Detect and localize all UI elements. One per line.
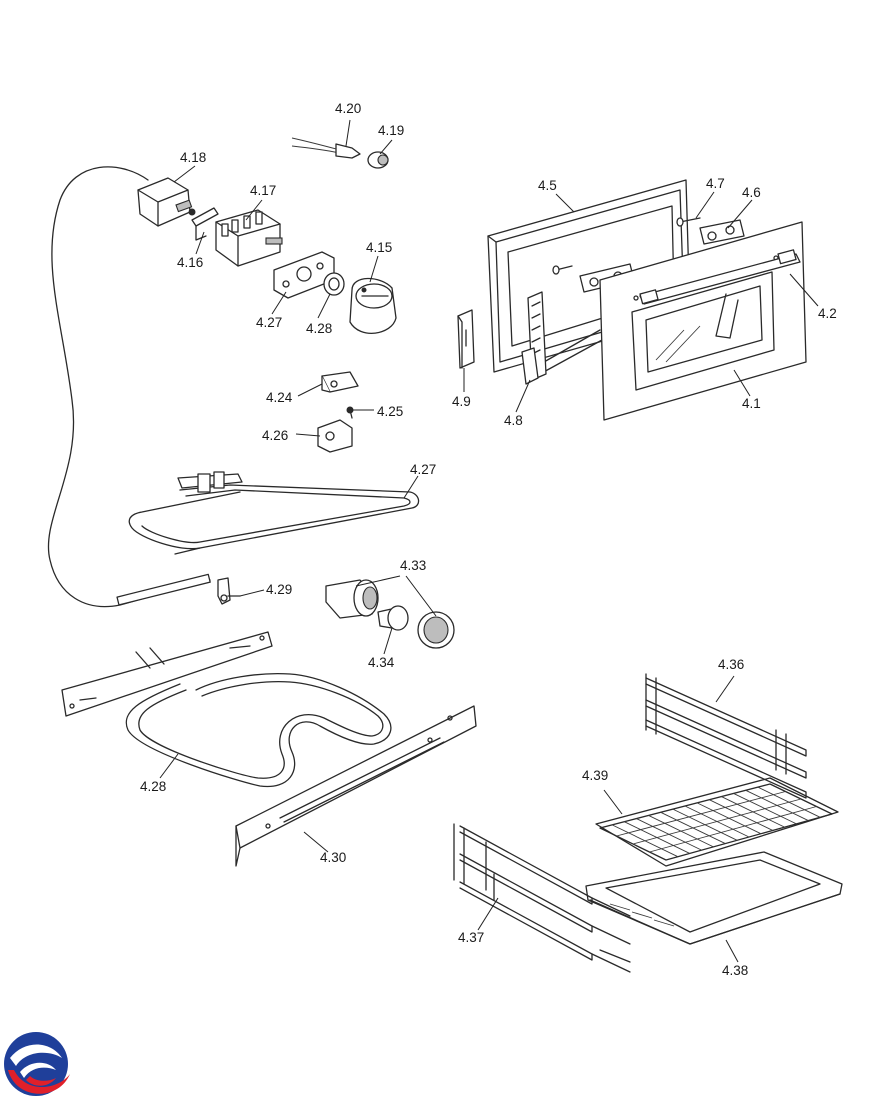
lamp-socket-part	[325, 579, 379, 619]
logo-white-wave	[10, 1044, 62, 1066]
logo-red-core	[26, 1076, 56, 1086]
callout-4-19: 4.19	[378, 123, 404, 138]
callout-4-8: 4.8	[504, 413, 523, 428]
callout-4-37: 4.37	[458, 930, 484, 945]
leader-4-7	[695, 191, 715, 219]
control-knob-part	[349, 277, 397, 334]
door-screw-lower	[552, 265, 573, 275]
leader-4-28b	[159, 753, 179, 779]
leader-4-28a	[317, 293, 331, 319]
callout-4-1: 4.1	[742, 396, 761, 411]
lamp-holder-part	[317, 419, 353, 453]
callout-4-38: 4.38	[722, 963, 748, 978]
leader-4-19	[379, 139, 393, 155]
leader-4-24	[297, 383, 323, 397]
lamp-bracket-part	[321, 371, 359, 393]
logo-red-swoosh	[8, 1070, 70, 1094]
callout-4-28-upper: 4.28	[306, 321, 332, 336]
door-handle-part	[639, 249, 801, 339]
callout-4-26: 4.26	[262, 428, 288, 443]
logo-inner-wave	[20, 1062, 56, 1078]
leader-4-20	[345, 119, 351, 147]
nut-part	[323, 272, 345, 296]
leader-4-15	[369, 255, 379, 283]
callout-4-33: 4.33	[400, 558, 426, 573]
leader-4-27b	[403, 475, 419, 499]
leader-4-17	[245, 199, 263, 221]
wire-lead-part	[291, 137, 361, 159]
shelf-runner-lower-part	[453, 823, 631, 973]
callout-4-5: 4.5	[538, 178, 557, 193]
leader-4-27a	[271, 291, 287, 315]
shelf-cross-wire	[649, 806, 817, 853]
shelf-runner-upper-part	[645, 673, 807, 799]
callout-4-16: 4.16	[177, 255, 203, 270]
bottom-element-bracket-part	[61, 631, 273, 717]
leader-4-29	[239, 589, 265, 597]
leader-4-6	[727, 199, 753, 229]
side-panel-part	[235, 705, 477, 867]
leader-4-38	[725, 939, 739, 963]
selector-switch-part	[215, 209, 283, 267]
lamp-bulb-part	[377, 605, 409, 631]
callout-4-27-upper: 4.27	[256, 315, 282, 330]
leader-4-30	[303, 831, 329, 853]
wire-shelf-part	[595, 777, 839, 867]
lamp-cover-part	[417, 611, 455, 649]
shelf-cross-wire	[616, 791, 786, 837]
thermostat-part	[137, 177, 196, 227]
clamp-part	[217, 577, 241, 605]
leader-4-36	[715, 675, 735, 703]
callout-4-29: 4.29	[266, 582, 292, 597]
leader-4-34	[383, 627, 393, 655]
bottom-heating-element-part	[125, 672, 392, 788]
door-hinge-part	[521, 291, 547, 385]
callout-4-30: 4.30	[320, 850, 346, 865]
callout-4-28-element: 4.28	[140, 779, 166, 794]
callout-4-7: 4.7	[706, 176, 725, 191]
leader-4-5	[555, 193, 575, 213]
callout-4-27-element: 4.27	[410, 462, 436, 477]
thermostat-capillary	[47, 166, 211, 608]
brand-logo	[4, 1032, 70, 1096]
door-screw-part	[676, 217, 701, 227]
leader-4-16	[195, 231, 205, 255]
shelf-cross-wire	[632, 798, 802, 845]
callout-4-2: 4.2	[818, 306, 837, 321]
leader-4-26	[295, 433, 321, 437]
callout-4-18: 4.18	[180, 150, 206, 165]
clip-part	[191, 207, 219, 241]
callout-4-17: 4.17	[250, 183, 276, 198]
leader-4-33a	[355, 575, 401, 587]
screw-part	[346, 406, 354, 419]
callout-4-6: 4.6	[742, 185, 761, 200]
neon-lamp-part	[367, 151, 389, 169]
callout-4-34: 4.34	[368, 655, 395, 670]
leader-4-18	[173, 165, 196, 183]
callout-4-15: 4.15	[366, 240, 392, 255]
capillary-bulb	[116, 573, 211, 606]
top-heating-element-part	[128, 471, 420, 555]
leader-4-1	[733, 369, 751, 397]
callout-4-9: 4.9	[452, 394, 471, 409]
callout-4-20: 4.20	[335, 101, 361, 116]
switch-bracket-part	[273, 251, 335, 299]
leader-4-39	[603, 789, 623, 815]
leader-4-33b	[405, 575, 437, 617]
hinge-bracket-part	[457, 309, 475, 369]
callout-4-25: 4.25	[377, 404, 403, 419]
leader-4-8	[515, 379, 531, 413]
callout-4-36: 4.36	[718, 657, 744, 672]
callout-4-24: 4.24	[266, 390, 293, 405]
leader-4-2	[789, 273, 819, 307]
callout-4-39: 4.39	[582, 768, 608, 783]
leader-4-37	[477, 897, 499, 931]
baking-tray-part	[585, 851, 843, 945]
